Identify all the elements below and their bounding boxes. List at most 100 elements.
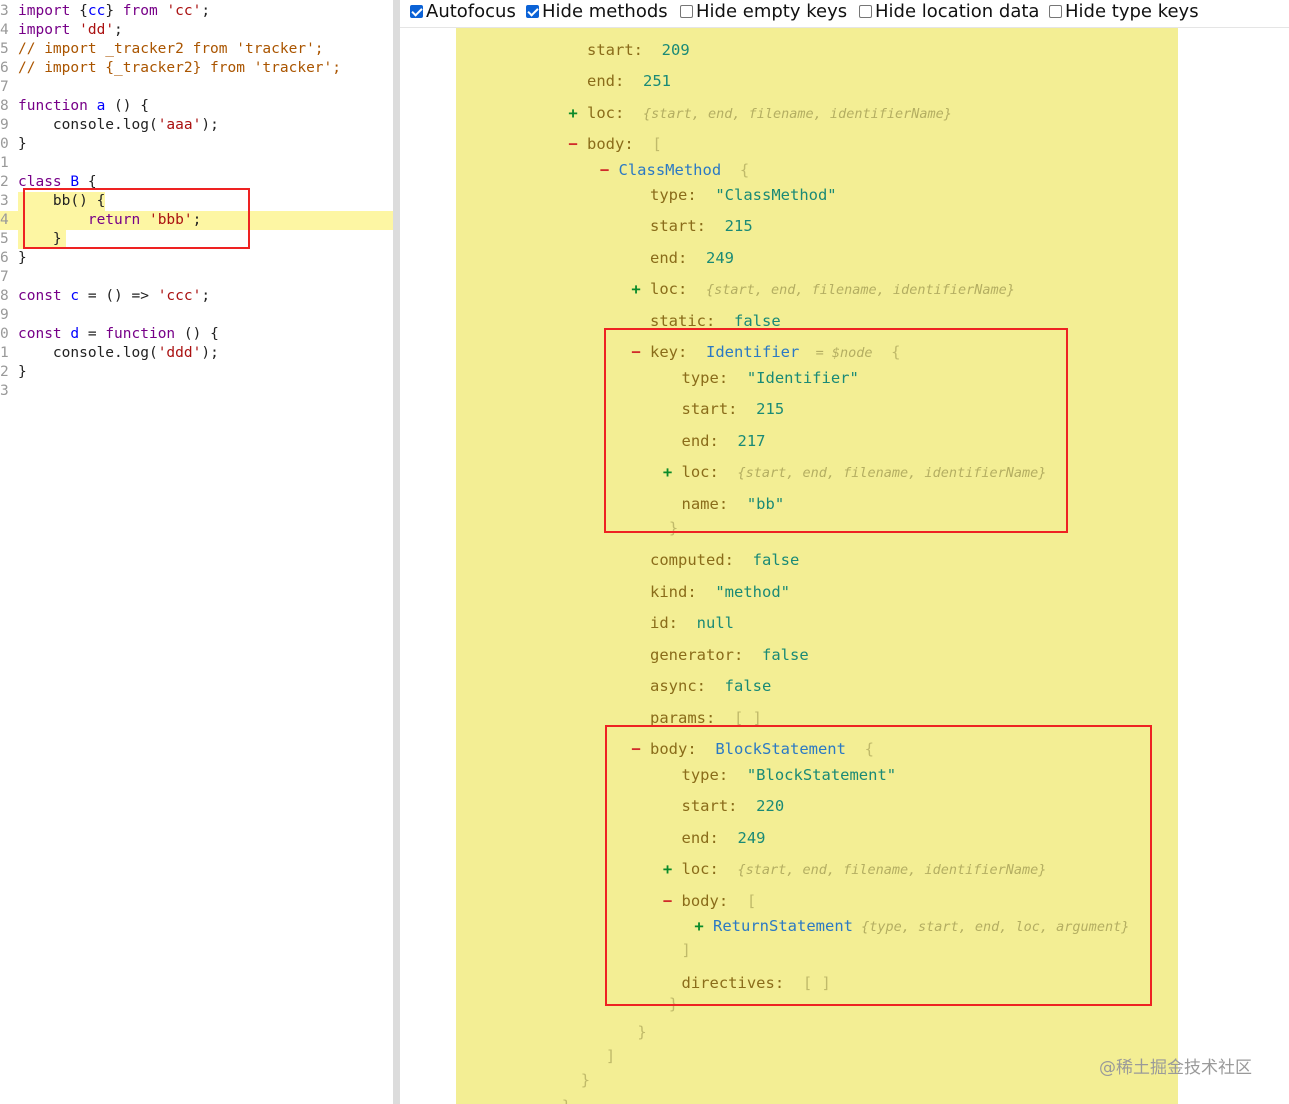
pane-splitter[interactable] <box>393 0 400 1104</box>
option-hide-type-keys[interactable]: Hide type keys <box>1049 1 1199 23</box>
expand-toggle[interactable]: + <box>662 463 673 481</box>
option-hide-methods[interactable]: Hide methods <box>526 1 668 23</box>
option-hide-location-data[interactable]: Hide location data <box>859 1 1039 23</box>
property-value: } <box>637 1023 647 1041</box>
option-label: Autofocus <box>426 1 516 22</box>
code-line: 2} <box>0 363 393 382</box>
property-key: start <box>587 41 634 59</box>
tree-node: ] <box>682 938 691 962</box>
node-type[interactable]: ReturnStatement <box>713 917 853 935</box>
code-token: = <box>79 326 106 342</box>
tree-node[interactable]: +loc: {start, end, filename, identifierN… <box>568 101 952 125</box>
option-hide-empty-keys[interactable]: Hide empty keys <box>680 1 847 23</box>
checkbox[interactable] <box>680 5 693 18</box>
collapse-toggle[interactable]: − <box>568 135 578 153</box>
collapsed-preview: = $node <box>799 345 873 361</box>
expand-toggle[interactable]: + <box>631 280 641 298</box>
code-text: } <box>18 135 27 154</box>
collapsed-preview: {type, start, end, loc, argument} <box>852 919 1130 935</box>
property-key: kind <box>650 583 688 601</box>
tree-node[interactable]: +loc: {start, end, filename, identifierN… <box>663 857 1047 881</box>
option-autofocus[interactable]: Autofocus <box>410 1 516 23</box>
line-number: 8 <box>0 98 9 114</box>
line-number: 1 <box>0 155 9 171</box>
checkbox[interactable] <box>1049 5 1062 18</box>
code-token: 'ccc' <box>157 288 202 304</box>
property-value: ] <box>605 1047 616 1065</box>
line-number: 0 <box>0 326 9 342</box>
tree-node: kind: "method" <box>650 580 790 604</box>
node-type[interactable]: ClassMethod <box>618 161 722 179</box>
line-number: 5 <box>0 231 9 247</box>
property-key: start <box>650 217 697 235</box>
code-text: const d = function () { <box>18 325 219 344</box>
property-key: generator <box>650 646 734 664</box>
key-colon: : <box>615 104 643 122</box>
code-line: 5 } <box>0 230 393 249</box>
expand-toggle[interactable]: + <box>568 104 578 122</box>
code-token: bb() { <box>18 193 106 209</box>
key-colon: : <box>678 280 706 298</box>
code-text: console.log('ddd'); <box>18 344 219 363</box>
tree-node: type: "Identifier" <box>682 366 859 390</box>
property-key: body <box>587 135 625 153</box>
tree-node: end: 249 <box>682 826 766 850</box>
tree-node[interactable]: −ClassMethod { <box>600 158 749 182</box>
tree-node[interactable]: −body: [ <box>663 889 756 913</box>
node-type[interactable]: BlockStatement <box>715 740 846 758</box>
code-line: 0} <box>0 135 393 154</box>
checkbox[interactable] <box>410 5 423 18</box>
collapse-toggle[interactable]: − <box>599 161 610 179</box>
property-value: 209 <box>661 41 690 59</box>
node-type[interactable]: Identifier <box>706 343 800 361</box>
tree-node[interactable]: −key: Identifier = $node { <box>631 340 900 364</box>
code-line: 1 <box>0 154 393 173</box>
property-value: false <box>752 551 800 569</box>
expand-toggle[interactable]: + <box>694 917 704 935</box>
checkbox[interactable] <box>526 5 539 18</box>
checkbox[interactable] <box>859 5 872 18</box>
collapse-toggle[interactable]: − <box>631 740 641 758</box>
tree-node[interactable]: +loc: {start, end, filename, identifierN… <box>663 460 1047 484</box>
expand-toggle[interactable]: + <box>662 860 673 878</box>
property-value: 215 <box>756 400 785 418</box>
property-value: "method" <box>715 583 790 601</box>
key-colon: : <box>687 740 716 758</box>
collapsed-preview: {start, end, filename, identifierName} <box>737 465 1047 481</box>
key-colon: : <box>709 860 738 878</box>
tree-node: static: false <box>650 309 781 333</box>
property-value: 249 <box>737 829 766 847</box>
property-key: key <box>650 343 678 361</box>
collapse-toggle[interactable]: − <box>631 343 641 361</box>
collapse-toggle[interactable]: − <box>662 892 673 910</box>
property-key: end <box>587 72 615 90</box>
property-value: 215 <box>724 217 753 235</box>
code-text: return 'bbb'; <box>18 211 202 230</box>
line-number: 3 <box>0 383 9 399</box>
line-number: 9 <box>0 117 9 133</box>
property-value: false <box>762 646 809 664</box>
key-colon: : <box>668 614 697 632</box>
key-colon: : <box>774 974 803 992</box>
property-value: 249 <box>706 249 734 267</box>
line-number: 1 <box>0 345 9 361</box>
collapsed-preview: {start, end, filename, identifierName} <box>643 106 952 122</box>
code-text: bb() { <box>18 192 106 211</box>
property-key: loc <box>681 860 710 878</box>
options-toolbar: Autofocus Hide methods Hide empty keys Hide… <box>400 0 1289 28</box>
tree-node[interactable]: −body: [ <box>568 132 662 156</box>
property-value: [ <box>652 135 662 153</box>
key-colon: : <box>709 432 738 450</box>
line-number: 9 <box>0 307 9 323</box>
code-token: ; <box>201 288 211 304</box>
tree-node[interactable]: +loc: {start, end, filename, identifierN… <box>631 277 1015 301</box>
key-colon: : <box>718 892 747 910</box>
tree-node[interactable]: −body: BlockStatement { <box>631 737 874 761</box>
option-label: Hide empty keys <box>696 1 848 22</box>
code-token: 'aaa' <box>157 117 202 133</box>
key-colon: : <box>687 186 716 204</box>
tree-node[interactable]: + ReturnStatement {type, start, end, loc,… <box>694 914 1130 938</box>
